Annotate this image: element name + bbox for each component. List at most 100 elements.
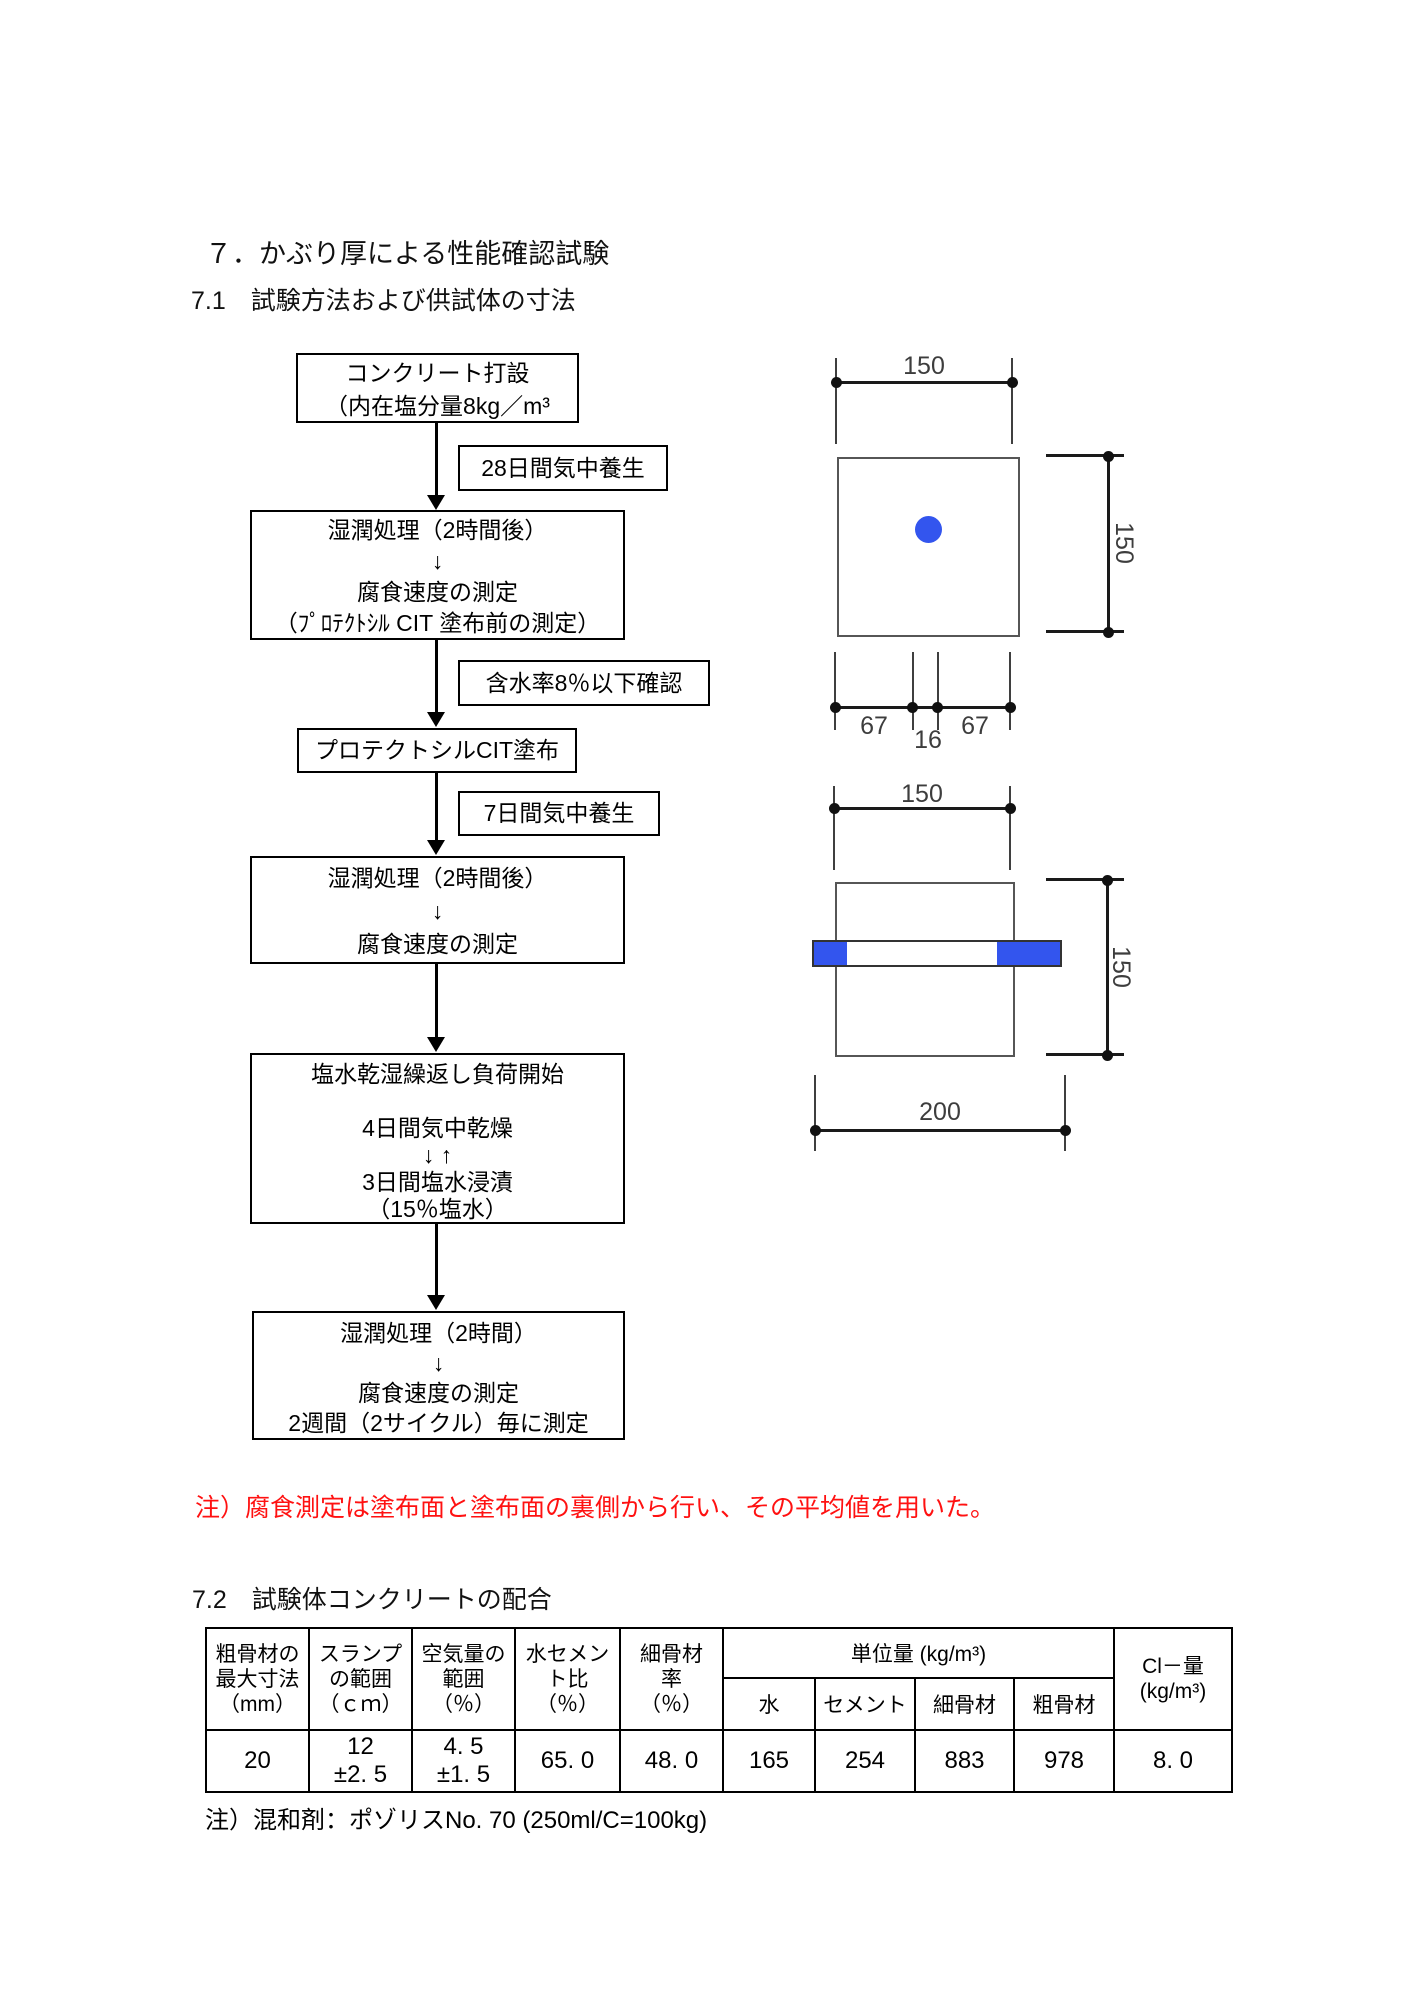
rebar-coated-end-left xyxy=(814,942,847,965)
dim-label-67-right: 67 xyxy=(961,712,989,740)
flow-box-concrete-cast-line2: （内在塩分量8kg／m³ xyxy=(325,393,550,419)
dim-extension-tick xyxy=(1009,786,1011,870)
dim-label-top-150-2: 150 xyxy=(901,780,943,808)
rebar-coated-end-right xyxy=(997,942,1060,965)
dim-line-top xyxy=(836,381,1012,384)
flow-box-concrete-cast-line1: コンクリート打設 xyxy=(345,360,530,386)
dim-extension-line xyxy=(1046,630,1124,633)
down-arrow-glyph: ↓ xyxy=(431,898,444,924)
flow-arrow-4-head xyxy=(427,1037,445,1052)
dim-dot xyxy=(1005,702,1016,713)
up-down-arrow-glyphs: ↓ ↑ xyxy=(422,1142,453,1168)
flow-side-box-moisture-check: 含水率8％以下確認 xyxy=(458,660,710,706)
flow-arrow-5-line xyxy=(435,1224,438,1296)
flow-box-final-measure: 湿潤処理（2時間） ↓ 腐食速度の測定 2週間（2サイクル）毎に測定 xyxy=(252,1311,625,1440)
dim-extension-tick xyxy=(834,652,836,730)
flow-box-measure-after-cit: 湿潤処理（2時間後） ↓ 腐食速度の測定 xyxy=(250,856,625,964)
col-header-unit-quantity-group: 単位量 (kg/m³) xyxy=(722,1627,1115,1679)
col-header-slump: スランプ の範囲 （ｃｍ） xyxy=(308,1627,413,1731)
cell-cement: 254 xyxy=(814,1729,916,1793)
flow-box-premeasure-line4: （ﾌﾟﾛﾃｸﾄｼﾙ CIT 塗布前の測定） xyxy=(274,610,601,636)
flow-box-apply-cit: プロテクトシルCIT塗布 xyxy=(297,728,577,773)
flow-box-final-measure-line1: 湿潤処理（2時間） xyxy=(340,1320,537,1346)
col-header-max-aggregate: 粗骨材の 最大寸法 （mm） xyxy=(205,1627,310,1731)
flow-arrow-1-line xyxy=(435,423,438,496)
dim-extension-line xyxy=(1046,454,1124,457)
cell-fine-agg-ratio: 48. 0 xyxy=(619,1729,724,1793)
dim-dot xyxy=(1102,875,1113,886)
cell-cl-amount: 8. 0 xyxy=(1113,1729,1233,1793)
flow-side-box-cure-7days: 7日間気中養生 xyxy=(458,791,660,836)
flow-arrow-2-head xyxy=(427,712,445,727)
flow-box-salt-cycle-line6: （15％塩水） xyxy=(367,1196,508,1222)
section-7-1-heading: 7.1 試験方法および供試体の寸法 xyxy=(191,287,576,315)
col-header-cl-amount: Cl－量 (kg/m³) xyxy=(1113,1627,1233,1731)
dim-label-right-150: 150 xyxy=(1110,522,1138,564)
cell-fine-aggregate: 883 xyxy=(914,1729,1015,1793)
flow-arrow-1-head xyxy=(427,495,445,510)
col-header-coarse-aggregate: 粗骨材 xyxy=(1013,1677,1115,1731)
dim-dot xyxy=(1005,803,1016,814)
flow-box-premeasure-line1: 湿潤処理（2時間後） xyxy=(327,517,548,543)
dim-extension-tick xyxy=(1009,652,1011,730)
flow-box-final-measure-line3: 腐食速度の測定 xyxy=(358,1380,519,1406)
flow-box-salt-cycle-line1: 塩水乾湿繰返し負荷開始 xyxy=(311,1061,564,1087)
flow-box-salt-cycle-blank xyxy=(252,1088,623,1115)
dim-dot xyxy=(907,702,918,713)
col-header-air-content: 空気量の 範囲 （％） xyxy=(411,1627,516,1731)
flow-arrow-3-line xyxy=(435,773,438,841)
flow-box-salt-cycle-line5: 3日間塩水浸漬 xyxy=(362,1169,513,1195)
dim-extension-tick xyxy=(912,652,914,730)
dim-line-right xyxy=(1107,456,1110,632)
cell-air-content: 4. 5 ±1. 5 xyxy=(411,1729,516,1793)
dim-dot xyxy=(810,1125,821,1136)
dim-extension-line xyxy=(1046,878,1124,881)
dim-extension-tick xyxy=(835,358,837,444)
dim-dot xyxy=(830,702,841,713)
dim-line-bottom-2 xyxy=(815,1129,1066,1132)
dim-label-67-left: 67 xyxy=(860,712,888,740)
col-header-fine-aggregate: 細骨材 xyxy=(914,1677,1015,1731)
dim-line-right-2 xyxy=(1106,880,1109,1055)
dim-dot xyxy=(1103,627,1114,638)
flow-arrow-3-head xyxy=(427,840,445,855)
dim-label-200: 200 xyxy=(919,1098,961,1126)
dim-extension-tick xyxy=(814,1075,816,1151)
cell-water: 165 xyxy=(722,1729,816,1793)
dim-dot xyxy=(829,803,840,814)
rebar-cross-section-dot xyxy=(915,516,942,543)
dim-dot xyxy=(1060,1125,1071,1136)
flow-box-salt-cycle-line3: 4日間気中乾燥 xyxy=(362,1115,513,1141)
dim-line-bottom xyxy=(835,706,1011,709)
flow-box-concrete-cast: コンクリート打設 （内在塩分量8kg／m³ xyxy=(296,353,579,423)
down-arrow-glyph: ↓ xyxy=(431,548,444,574)
admixture-note: 注）混和剤：ポゾリスNo. 70 (250ml/C=100kg) xyxy=(205,1807,708,1834)
mix-proportion-table: 粗骨材の 最大寸法 （mm） スランプ の範囲 （ｃｍ） 空気量の 範囲 （％）… xyxy=(205,1627,1233,1793)
flow-arrow-4-line xyxy=(435,964,438,1038)
cell-max-aggregate: 20 xyxy=(205,1729,310,1793)
dim-dot xyxy=(831,377,842,388)
flow-side-box-cure-28days: 28日間気中養生 xyxy=(458,445,668,491)
specimen-outline-1 xyxy=(837,457,1020,637)
col-header-fine-agg-ratio: 細骨材 率 （％） xyxy=(619,1627,724,1731)
cell-coarse-aggregate: 978 xyxy=(1013,1729,1115,1793)
dim-dot xyxy=(1007,377,1018,388)
flow-box-salt-cycle: 塩水乾湿繰返し負荷開始 4日間気中乾燥 ↓ ↑ 3日間塩水浸漬 （15％塩水） xyxy=(250,1053,625,1224)
flow-box-premeasure-line3: 腐食速度の測定 xyxy=(357,579,518,605)
cell-wc-ratio: 65. 0 xyxy=(514,1729,621,1793)
flow-box-measure-after-cit-line3: 腐食速度の測定 xyxy=(357,931,518,957)
flow-arrow-5-head xyxy=(427,1295,445,1310)
corrosion-measurement-note: 注）腐食測定は塗布面と塗布面の裏側から行い、その平均値を用いた。 xyxy=(195,1494,996,1522)
dim-extension-tick xyxy=(833,786,835,870)
dim-extension-line xyxy=(1046,1053,1124,1056)
dim-extension-tick xyxy=(1011,358,1013,444)
flow-arrow-2-line xyxy=(435,640,438,713)
section-7-2-heading: 7.2 試験体コンクリートの配合 xyxy=(192,1586,552,1614)
flow-box-measure-after-cit-line1: 湿潤処理（2時間後） xyxy=(327,865,548,891)
dim-label-16: 16 xyxy=(914,726,942,754)
col-header-cement: セメント xyxy=(814,1677,916,1731)
dim-extension-tick xyxy=(1064,1075,1066,1151)
col-header-water: 水 xyxy=(722,1677,816,1731)
dim-label-top-150: 150 xyxy=(903,352,945,380)
